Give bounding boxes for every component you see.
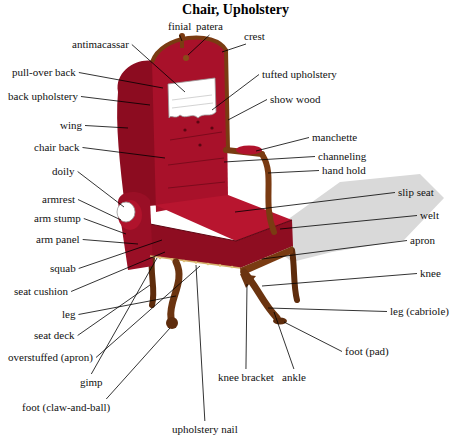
leader-line bbox=[84, 219, 126, 235]
patera-rosette bbox=[183, 55, 189, 61]
part-label: ankle bbox=[282, 371, 306, 384]
leader-line bbox=[246, 284, 247, 369]
leader-line bbox=[83, 240, 138, 245]
part-label: finial bbox=[168, 20, 191, 33]
part-label: seat deck bbox=[34, 329, 75, 342]
leader-line bbox=[96, 266, 200, 358]
tuft-button bbox=[183, 128, 186, 131]
arm-stump bbox=[118, 200, 142, 230]
arm-panel bbox=[118, 192, 153, 270]
upholstery-nail bbox=[159, 257, 162, 260]
leader-line bbox=[212, 75, 259, 111]
diagram-title: Chair, Upholstery bbox=[0, 1, 471, 18]
part-label: knee bracket bbox=[218, 371, 274, 384]
leader-line bbox=[274, 312, 294, 369]
leader-line bbox=[280, 216, 417, 230]
part-label: seat cushion bbox=[14, 285, 68, 298]
leader-line bbox=[222, 44, 246, 52]
leader-line bbox=[83, 148, 166, 159]
tuft-button bbox=[198, 143, 201, 146]
part-label: gimp bbox=[80, 376, 103, 389]
leader-line bbox=[256, 138, 309, 152]
part-label: foot (claw-and-ball) bbox=[22, 401, 110, 414]
part-label: leg bbox=[62, 308, 75, 321]
knee-bracket bbox=[240, 274, 256, 288]
leader-line bbox=[180, 35, 182, 41]
back-upholstery bbox=[152, 38, 228, 213]
tuft-button bbox=[210, 126, 213, 129]
leader-line bbox=[78, 200, 121, 221]
leader-line bbox=[224, 157, 315, 163]
part-label: antimacassar bbox=[72, 38, 129, 51]
leader-line bbox=[268, 171, 319, 174]
pad-foot bbox=[273, 318, 287, 325]
leader-line bbox=[78, 285, 150, 336]
antimacassar-lace bbox=[168, 78, 216, 118]
part-label: tufted upholstery bbox=[262, 68, 337, 81]
leader-line bbox=[268, 308, 387, 312]
gimp-trim bbox=[150, 256, 240, 268]
part-label: show wood bbox=[270, 93, 320, 106]
part-label: apron bbox=[410, 234, 435, 247]
leader-line bbox=[81, 97, 150, 106]
leader-line bbox=[71, 252, 165, 292]
leader-line bbox=[91, 258, 157, 374]
claw-and-ball-foot bbox=[166, 317, 178, 329]
leader-line bbox=[196, 265, 205, 421]
part-label: arm panel bbox=[36, 233, 80, 246]
upholstery-nail bbox=[219, 264, 222, 267]
part-label: crest bbox=[244, 30, 265, 43]
leader-line bbox=[106, 328, 170, 399]
leader-line bbox=[78, 296, 176, 315]
arm-support bbox=[263, 156, 274, 232]
leader-line bbox=[228, 100, 267, 121]
leader-line bbox=[79, 240, 162, 269]
part-label: pull-over back bbox=[12, 66, 76, 79]
part-label: overstuffed (apron) bbox=[8, 351, 93, 364]
part-label: chair back bbox=[34, 141, 80, 154]
leader-line bbox=[235, 193, 395, 213]
back-leg bbox=[292, 250, 297, 300]
part-label: hand hold bbox=[322, 164, 366, 177]
part-label: upholstery nail bbox=[172, 423, 238, 436]
part-label: squab bbox=[50, 262, 76, 275]
part-label: manchette bbox=[312, 131, 357, 144]
part-label: arm stump bbox=[34, 212, 81, 225]
lace-pattern bbox=[172, 95, 213, 108]
leader-line bbox=[262, 241, 407, 260]
leader-line bbox=[188, 35, 209, 55]
part-label: foot (pad) bbox=[345, 345, 389, 358]
upholstery-nail bbox=[195, 261, 198, 264]
leader-line bbox=[284, 322, 342, 352]
upholstery-nail bbox=[207, 263, 210, 266]
tuft-button bbox=[196, 120, 199, 123]
part-label: patera bbox=[196, 20, 223, 33]
part-label: knee bbox=[420, 267, 441, 280]
leader-line bbox=[85, 126, 128, 129]
manchette bbox=[236, 146, 262, 155]
leader-line bbox=[78, 172, 124, 208]
front-leg bbox=[171, 262, 179, 318]
leader-line bbox=[262, 274, 417, 287]
part-label: slip seat bbox=[398, 186, 434, 199]
part-label: leg (cabriole) bbox=[390, 305, 449, 318]
part-label: wing bbox=[60, 119, 82, 132]
upholstery-nail bbox=[231, 266, 234, 269]
leader-line bbox=[79, 73, 163, 89]
part-label: channeling bbox=[318, 150, 366, 163]
upholstery-nail bbox=[183, 260, 186, 263]
part-label: armrest bbox=[42, 193, 75, 206]
part-label: welt bbox=[420, 209, 439, 222]
channeling-lines bbox=[168, 132, 225, 188]
part-label: back upholstery bbox=[8, 90, 78, 103]
leader-line bbox=[132, 45, 185, 93]
part-label: doily bbox=[52, 165, 75, 178]
